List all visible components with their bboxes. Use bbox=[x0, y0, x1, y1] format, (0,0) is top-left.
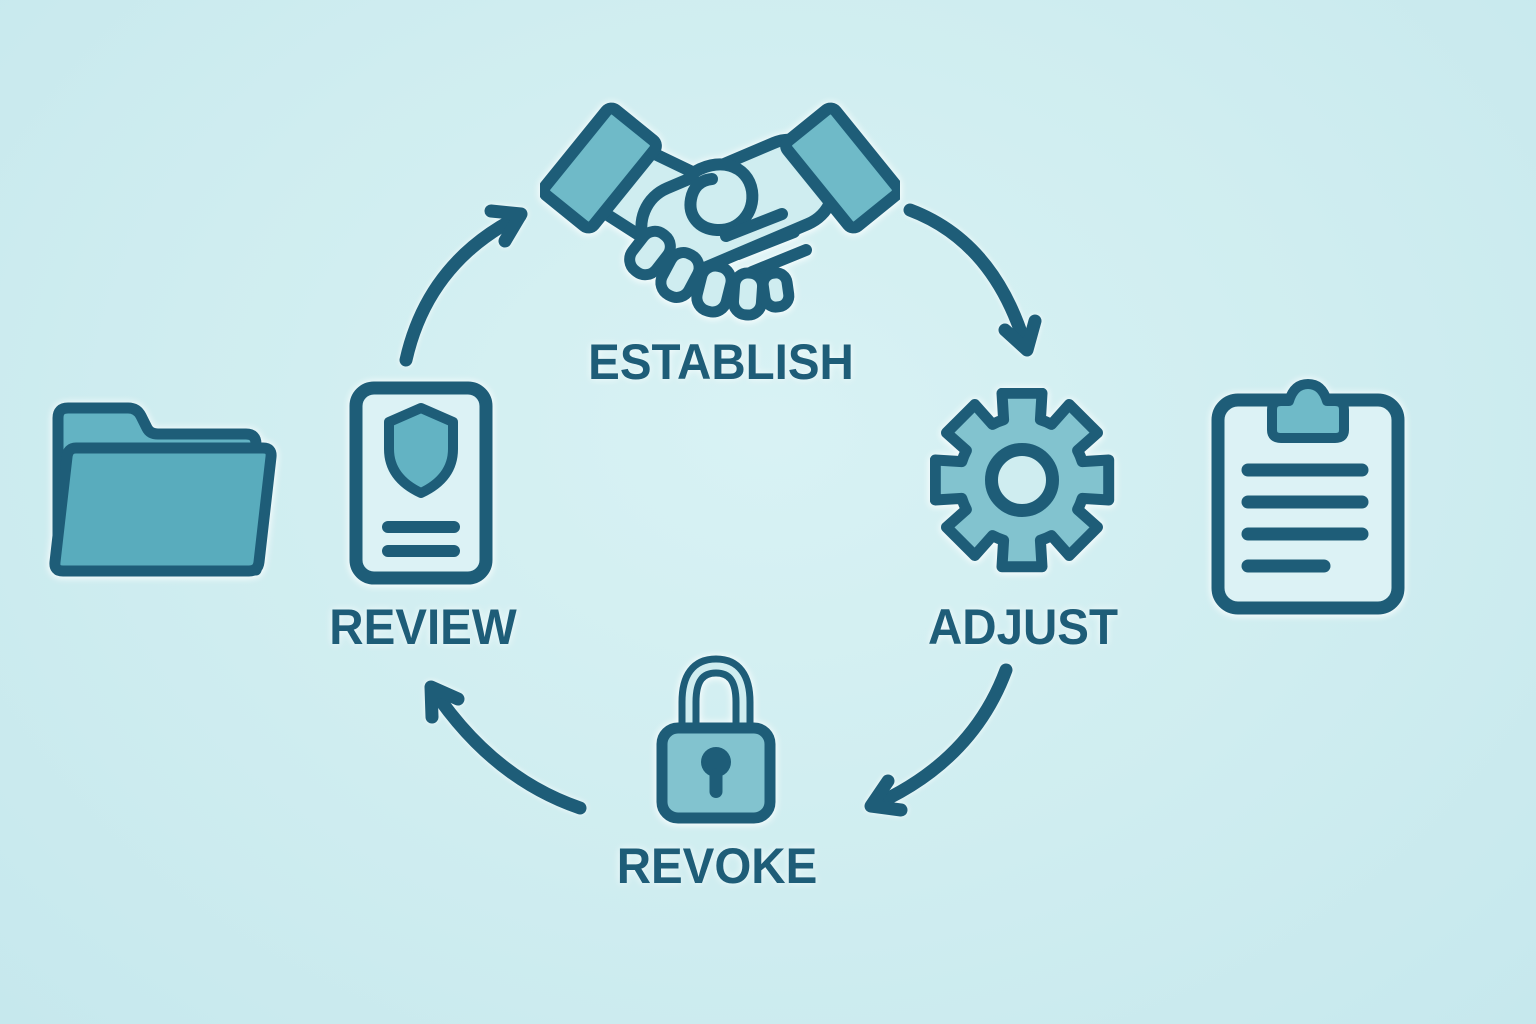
gear-hub bbox=[985, 443, 1059, 517]
right-cuff bbox=[780, 102, 900, 234]
thumb-curl bbox=[684, 158, 759, 236]
keyhole-stem bbox=[709, 768, 723, 798]
folder-icon bbox=[49, 402, 277, 577]
finger-stripes bbox=[720, 208, 812, 278]
review-label: REVIEW bbox=[329, 599, 517, 655]
knuckles bbox=[624, 225, 795, 321]
shield-icon bbox=[384, 403, 458, 498]
clipboard-clip bbox=[1267, 379, 1349, 443]
arrow-revoke-to-review bbox=[424, 680, 587, 815]
arrow-establish-to-adjust bbox=[903, 203, 1042, 357]
arrow-review-to-establish bbox=[399, 204, 528, 367]
establish-label: ESTABLISH bbox=[588, 334, 854, 390]
lock-icon bbox=[656, 655, 776, 824]
adjust-label: ADJUST bbox=[927, 599, 1119, 655]
keyhole bbox=[701, 747, 731, 777]
badge-text-lines bbox=[382, 521, 460, 557]
left-cuff bbox=[540, 102, 662, 234]
id-badge-icon bbox=[349, 381, 493, 585]
folder-front bbox=[49, 442, 277, 577]
gear-icon bbox=[930, 388, 1115, 573]
lock-shackle-inner bbox=[685, 662, 747, 736]
clipboard-icon bbox=[1211, 379, 1405, 615]
handshake-icon bbox=[540, 102, 900, 321]
revoke-label: REVOKE bbox=[616, 838, 818, 894]
clipboard-text-lines bbox=[1241, 463, 1369, 573]
arrow-adjust-to-revoke bbox=[864, 663, 1013, 817]
